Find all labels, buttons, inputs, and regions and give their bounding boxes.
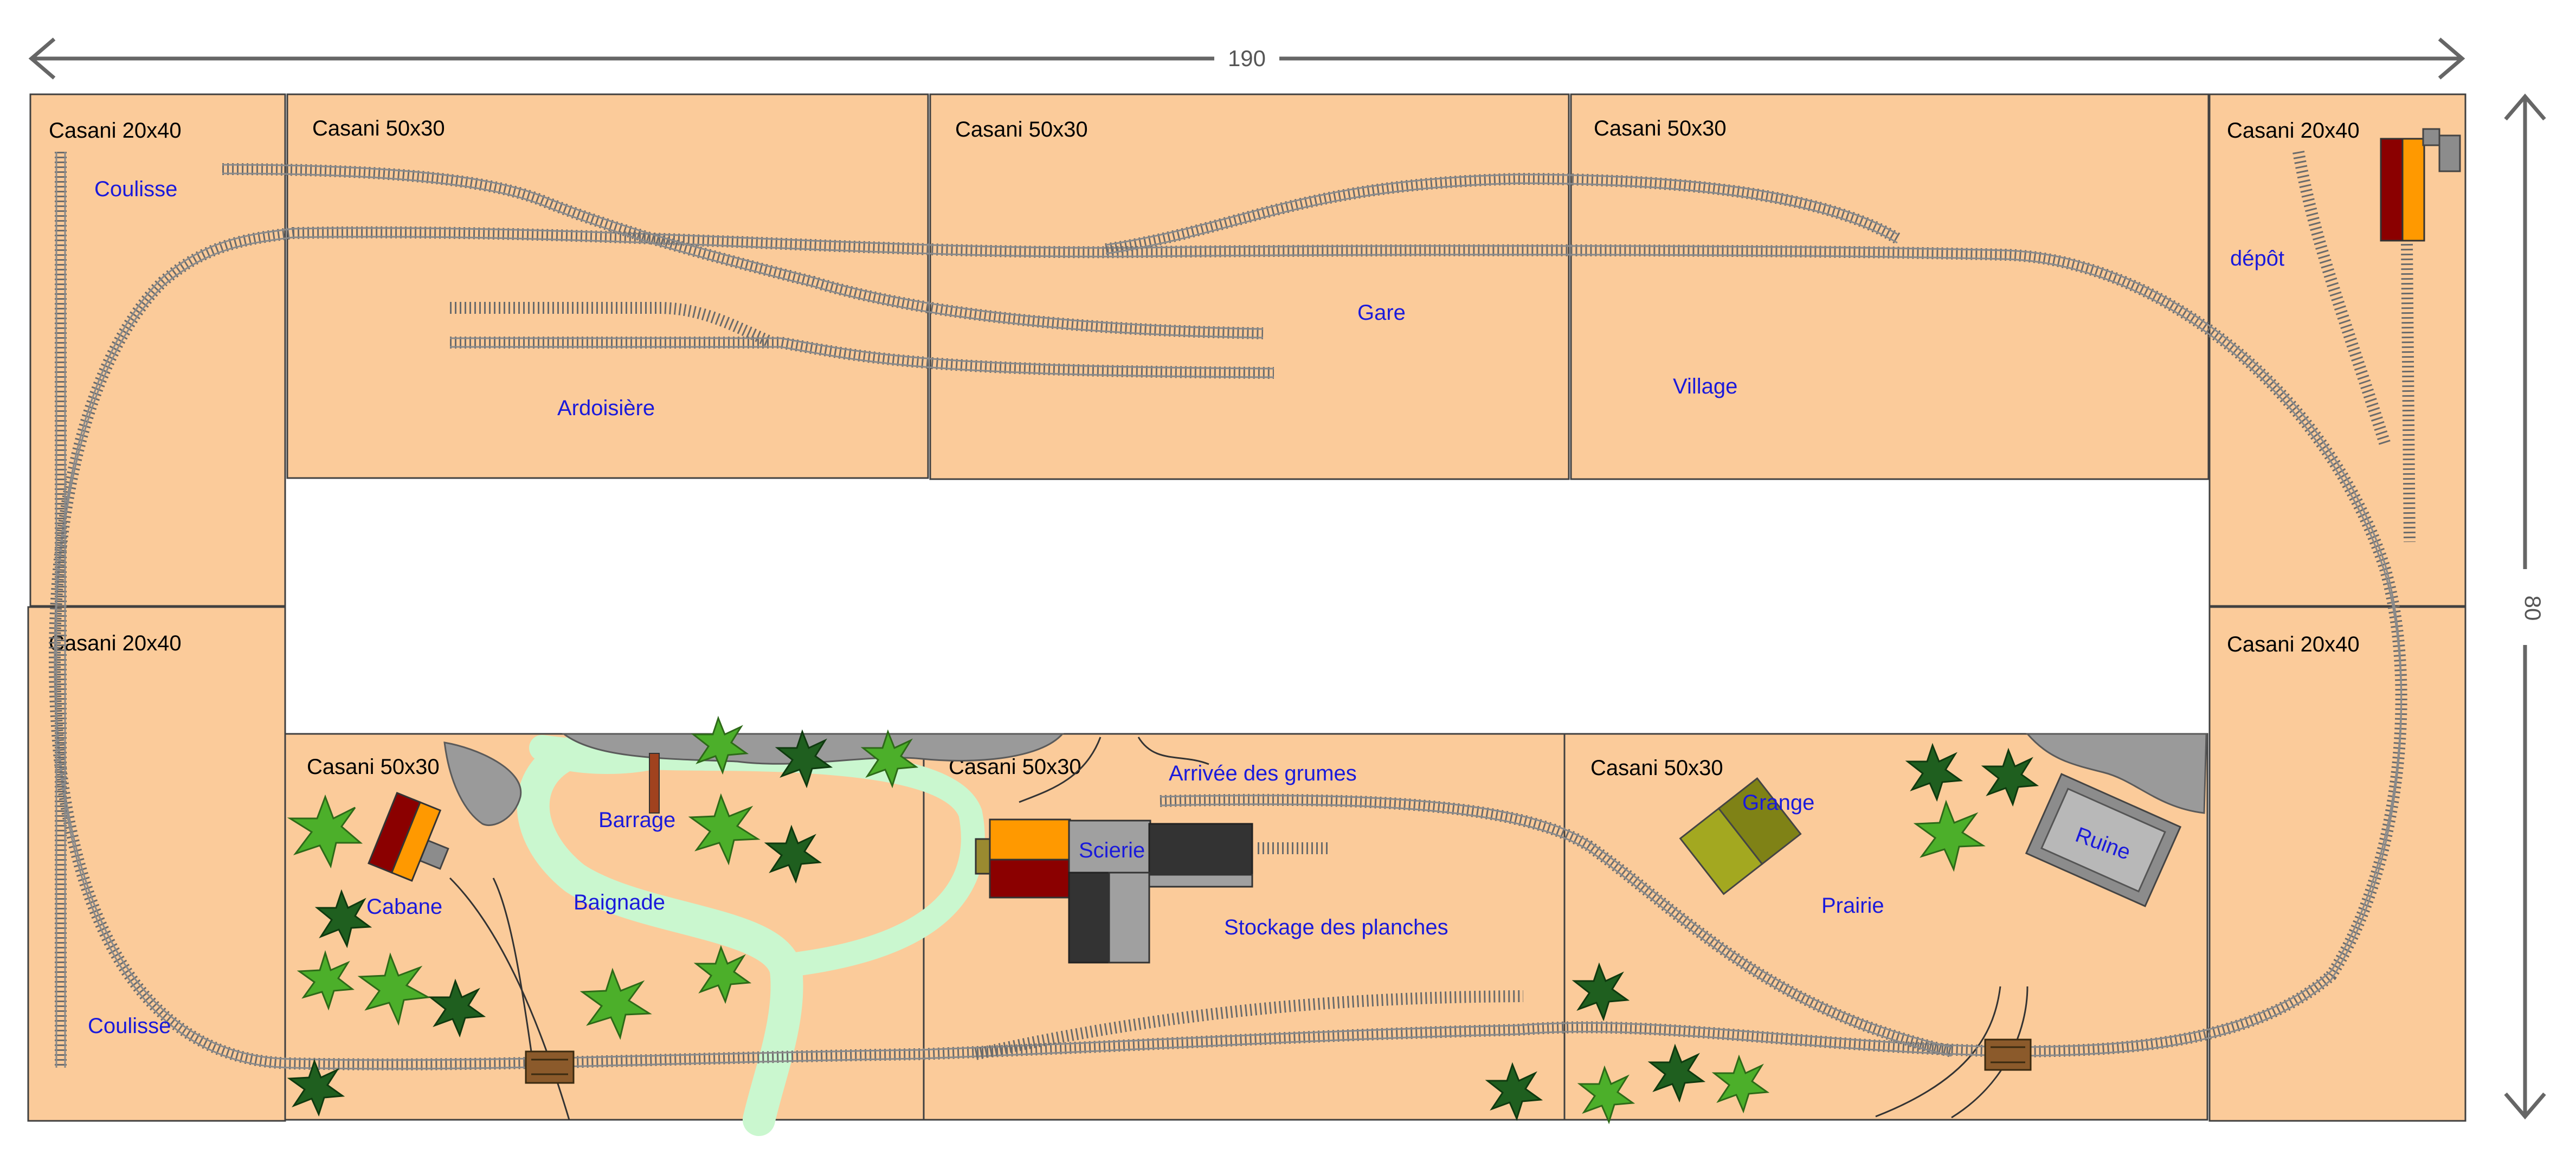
tree-icon xyxy=(1913,799,1986,872)
tree-icon xyxy=(428,978,486,1038)
dimension-height: 80 xyxy=(2504,93,2546,1120)
board-label: Casani 20x40 xyxy=(2227,633,2360,656)
buildings xyxy=(368,128,2461,964)
dimension-width: 190 xyxy=(28,37,2465,80)
tree-icon xyxy=(287,794,363,869)
area-label-scierie: Scierie xyxy=(1079,838,1145,862)
depot-building xyxy=(2380,128,2461,242)
bridges xyxy=(525,1038,2032,1084)
tree-icon xyxy=(1981,747,2039,807)
tree-icon xyxy=(860,729,919,789)
tree-icon xyxy=(775,729,833,789)
plank-siding-track xyxy=(974,990,1524,1060)
branch-track xyxy=(222,163,1264,339)
board-bottom-1 xyxy=(284,733,925,1121)
board-top-3 xyxy=(1570,93,2210,480)
board-labels: Casani 20x40 Casani 50x30 Casani 50x30 C… xyxy=(49,117,2360,780)
board-label: Casani 20x40 xyxy=(2227,119,2360,143)
tree-icon xyxy=(691,715,749,775)
cabane-building xyxy=(368,792,449,882)
tree-icon xyxy=(764,824,822,884)
rock-cabane xyxy=(443,741,522,827)
tree-icon xyxy=(287,1059,345,1117)
track xyxy=(48,151,2416,1070)
tree-icon xyxy=(297,950,355,1011)
board-label: Casani 50x30 xyxy=(307,755,440,779)
siding-track xyxy=(450,337,1274,379)
sawmill-building xyxy=(975,818,1253,964)
area-label-coulisse: Coulisse xyxy=(94,177,177,201)
board-bottom-left xyxy=(27,606,286,1122)
area-label-grange: Grange xyxy=(1742,791,1814,815)
board-label: Casani 50x30 xyxy=(955,118,1088,141)
board-label: Casani 20x40 xyxy=(49,119,182,143)
main-loop-track xyxy=(48,226,2407,1070)
tree-icon xyxy=(1905,743,1963,802)
area-label-prairie: Prairie xyxy=(1821,894,1884,918)
board-label: Casani 50x30 xyxy=(1594,117,1727,140)
tree-icon xyxy=(1711,1054,1770,1114)
board-top-right xyxy=(2208,93,2466,607)
area-label-gare: Gare xyxy=(1357,301,1406,325)
board-label: Casani 20x40 xyxy=(49,631,182,655)
bridge xyxy=(1984,1038,2032,1071)
area-label-village: Village xyxy=(1673,375,1737,398)
area-label-depot: dépôt xyxy=(2230,247,2284,270)
dam-marker xyxy=(649,753,660,814)
board-top-2 xyxy=(929,93,1570,480)
tree-icon xyxy=(314,889,372,948)
tree-icon xyxy=(1647,1043,1706,1103)
bridge xyxy=(525,1050,575,1084)
tree-icon xyxy=(693,945,752,1004)
width-label: 190 xyxy=(1228,46,1266,71)
board-top-left xyxy=(29,93,286,607)
ruin-building xyxy=(2025,773,2182,907)
area-label-arrivee-grumes: Arrivée des grumes xyxy=(1169,762,1357,785)
area-label-baignade: Baignade xyxy=(574,891,665,914)
board-label: Casani 50x30 xyxy=(312,117,445,140)
tree-icon xyxy=(688,793,761,866)
trees xyxy=(287,715,2039,1125)
tree-icon xyxy=(1485,1062,1543,1121)
barn-building xyxy=(1679,777,1802,895)
area-label-cabane: Cabane xyxy=(366,895,442,919)
depot-track xyxy=(2401,243,2416,543)
area-label-barrage: Barrage xyxy=(598,808,675,832)
tree-icon xyxy=(357,952,431,1026)
area-label-ardoisiere: Ardoisière xyxy=(557,396,655,420)
siding-track xyxy=(450,302,772,347)
tree-icon xyxy=(1572,962,1630,1022)
height-label: 80 xyxy=(2520,596,2546,621)
log-arrival-track xyxy=(1160,793,1953,1057)
area-labels: Coulisse Ardoisière Gare Village dépôt C… xyxy=(88,177,2284,1038)
area-label-stockage-planches: Stockage des planches xyxy=(1224,915,1448,939)
board-label: Casani 50x30 xyxy=(1590,756,1723,780)
board-bottom-right xyxy=(2208,606,2466,1122)
tree-icon xyxy=(1577,1065,1635,1125)
area-label-coulisse-bottom: Coulisse xyxy=(88,1014,171,1038)
rock-ruine xyxy=(2025,733,2207,814)
tree-icon xyxy=(579,967,652,1040)
